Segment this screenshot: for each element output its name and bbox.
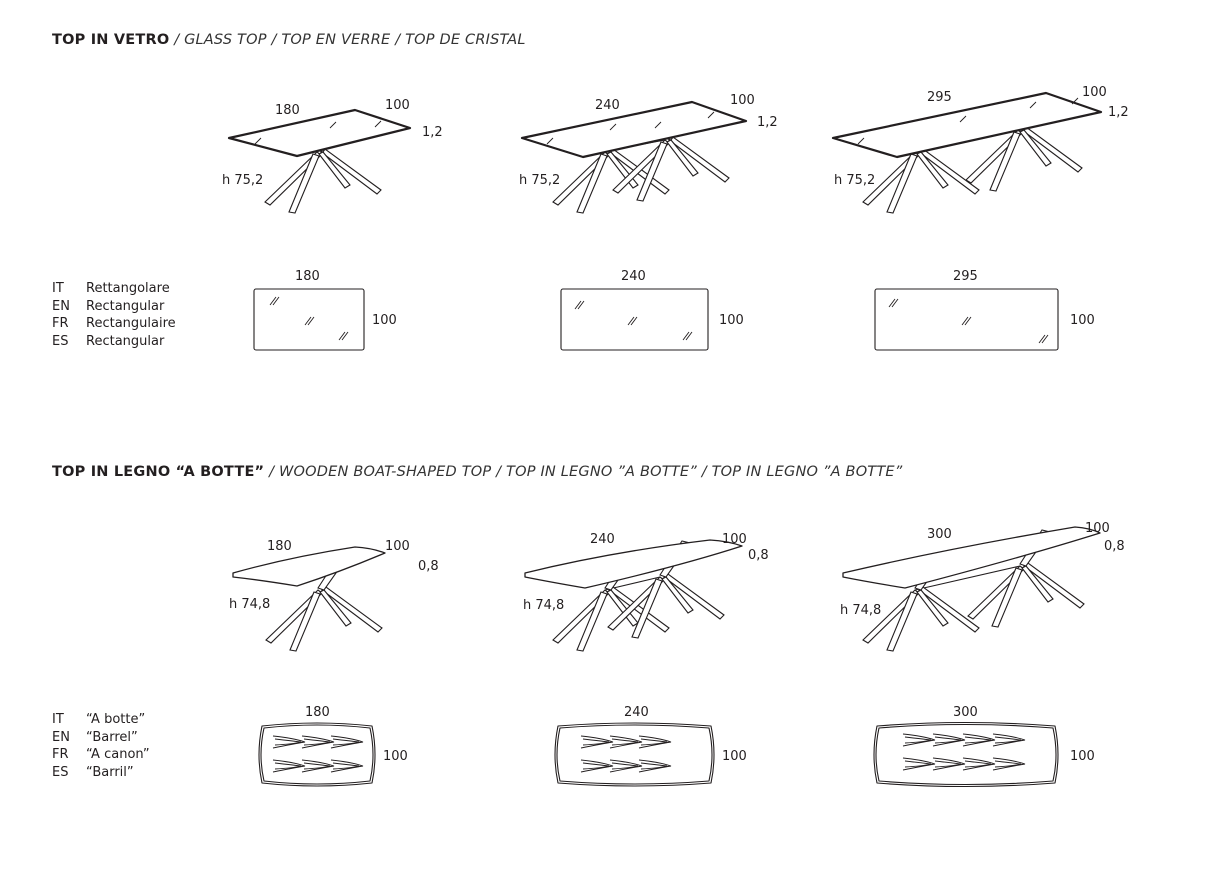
shape-name-fr: FR Rectangulaire bbox=[52, 315, 176, 333]
wood-table-180-plan: 180 100 bbox=[258, 705, 408, 787]
height-label: h 74,8 bbox=[229, 597, 270, 612]
shape-name: “A botte” bbox=[86, 712, 146, 727]
height-label: h 74,8 bbox=[840, 603, 881, 618]
thickness-label: 1,2 bbox=[757, 115, 778, 130]
width-label: 100 bbox=[730, 93, 755, 108]
wooden-shape-names: IT “A botte” EN “Barrel” FR “A canon” ES “Ba… bbox=[52, 711, 150, 781]
thickness-label: 1,2 bbox=[1108, 105, 1129, 120]
lang-code: FR bbox=[52, 316, 69, 331]
length-label: 240 bbox=[595, 98, 620, 113]
shape-name-fr: FR “A canon” bbox=[52, 746, 150, 764]
plan-width-label: 100 bbox=[722, 749, 747, 764]
plan-length-label: 295 bbox=[953, 269, 978, 284]
length-label: 180 bbox=[275, 103, 300, 118]
width-label: 100 bbox=[722, 532, 747, 547]
glass-shape-names: IT Rettangolare EN Rectangular FR Rectangul… bbox=[52, 280, 176, 350]
shape-name-en: EN Rectangular bbox=[52, 298, 176, 316]
plan-length-label: 180 bbox=[295, 269, 320, 284]
shape-name: Rectangular bbox=[86, 333, 165, 349]
plan-length-label: 300 bbox=[953, 705, 978, 720]
plan-length-label: 240 bbox=[624, 705, 649, 720]
glass-table-240-plan: 240 100 bbox=[560, 269, 744, 351]
plan-width-label: 100 bbox=[1070, 749, 1095, 764]
glass-top-heading: TOP IN VETRO / GLASS TOP / TOP EN VERRE … bbox=[52, 32, 526, 48]
shape-name: Rettangolare bbox=[86, 281, 170, 296]
lang-code: EN bbox=[52, 729, 70, 745]
width-label: 100 bbox=[1082, 85, 1107, 100]
height-label: h 75,2 bbox=[519, 173, 560, 188]
length-label: 300 bbox=[927, 527, 952, 542]
wooden-top-heading: TOP IN LEGNO “A BOTTE” / WOODEN BOAT-SHA… bbox=[52, 464, 903, 480]
thickness-label: 1,2 bbox=[422, 125, 443, 140]
height-label: h 75,2 bbox=[222, 173, 263, 188]
glass-table-295-plan: 295 100 bbox=[874, 269, 1095, 351]
glass-table-295-perspective: 295 100 1,2 h 75,2 bbox=[831, 85, 1129, 214]
plan-width-label: 100 bbox=[719, 313, 744, 328]
length-label: 295 bbox=[927, 90, 952, 105]
shape-name-it: IT “A botte” bbox=[52, 711, 150, 729]
heading-translations: / GLASS TOP / TOP EN VERRE / TOP DE CRIS… bbox=[169, 32, 526, 48]
lang-code: IT bbox=[52, 281, 64, 296]
thickness-label: 0,8 bbox=[1104, 539, 1125, 554]
plan-length-label: 240 bbox=[621, 269, 646, 284]
shape-name-en: EN “Barrel” bbox=[52, 729, 150, 747]
width-label: 100 bbox=[385, 539, 410, 554]
shape-name: Rectangular bbox=[86, 298, 165, 314]
plan-width-label: 100 bbox=[372, 313, 397, 328]
wood-table-300-plan: 300 100 bbox=[873, 705, 1095, 788]
wood-table-300-perspective: 300 100 0,8 h 74,8 bbox=[840, 521, 1125, 652]
heading-bold: TOP IN LEGNO “A BOTTE” bbox=[52, 464, 265, 480]
wood-table-240-plan: 240 100 bbox=[554, 705, 747, 787]
shape-name: “A canon” bbox=[86, 747, 150, 762]
width-label: 100 bbox=[385, 98, 410, 113]
wood-table-240-perspective: 240 100 0,8 h 74,8 bbox=[523, 532, 769, 652]
plan-length-label: 180 bbox=[305, 705, 330, 720]
lang-code: IT bbox=[52, 712, 64, 727]
thickness-label: 0,8 bbox=[748, 548, 769, 563]
plan-width-label: 100 bbox=[1070, 313, 1095, 328]
shape-name-es: ES “Barril” bbox=[52, 764, 150, 782]
plan-width-label: 100 bbox=[383, 749, 408, 764]
lang-code: EN bbox=[52, 298, 70, 314]
length-label: 180 bbox=[267, 539, 292, 554]
lang-code: ES bbox=[52, 764, 69, 780]
thickness-label: 0,8 bbox=[418, 559, 439, 574]
wood-table-180-perspective: 180 100 0,8 h 74,8 bbox=[229, 539, 439, 652]
height-label: h 75,2 bbox=[834, 173, 875, 188]
shape-name-es: ES Rectangular bbox=[52, 333, 176, 351]
shape-name: “Barril” bbox=[86, 764, 134, 780]
glass-table-180-perspective: 180 100 1,2 h 75,2 bbox=[222, 98, 443, 214]
heading-translations: / WOODEN BOAT-SHAPED TOP / TOP IN LEGNO … bbox=[264, 464, 903, 480]
glass-table-240-perspective: 240 100 1,2 h 75,2 bbox=[519, 93, 778, 214]
shape-name-it: IT Rettangolare bbox=[52, 280, 176, 298]
shape-name: “Barrel” bbox=[86, 729, 138, 745]
lang-code: ES bbox=[52, 333, 69, 349]
shape-name: Rectangulaire bbox=[86, 316, 176, 331]
width-label: 100 bbox=[1085, 521, 1110, 536]
height-label: h 74,8 bbox=[523, 598, 564, 613]
lang-code: FR bbox=[52, 747, 69, 762]
glass-table-180-plan: 180 100 bbox=[253, 269, 397, 351]
length-label: 240 bbox=[590, 532, 615, 547]
heading-bold: TOP IN VETRO bbox=[52, 32, 170, 48]
